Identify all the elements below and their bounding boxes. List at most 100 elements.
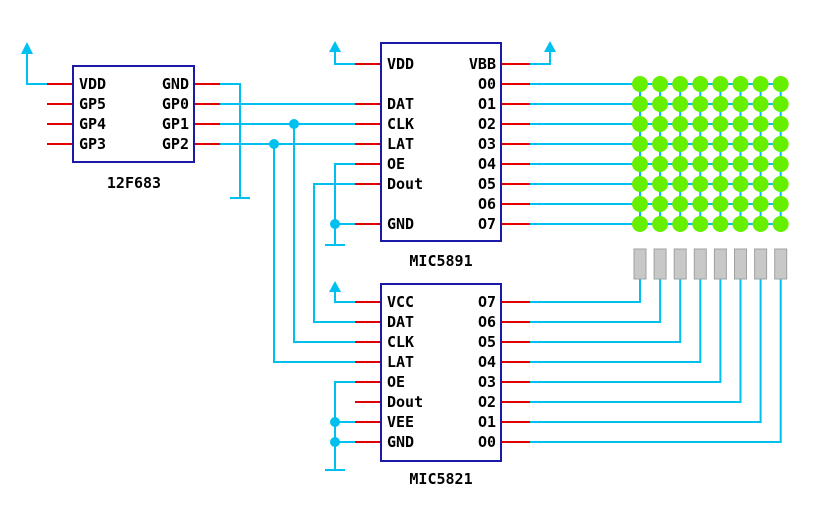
led [652, 216, 669, 232]
lat-branch-wire [273, 144, 355, 363]
led [772, 136, 789, 152]
mic5821-pins [355, 301, 530, 443]
led [652, 176, 669, 192]
wires [26, 50, 551, 471]
mic5891-oe-gnd-wire [334, 163, 355, 245]
led [692, 136, 709, 152]
led [752, 96, 769, 112]
mic5821-pin-o5: O5 [478, 333, 496, 351]
led [632, 176, 648, 192]
led [652, 96, 669, 112]
pic-pin-gp1: GP1 [162, 115, 189, 133]
junction-dot [330, 219, 340, 229]
led [632, 116, 648, 132]
junction-dot [269, 139, 279, 149]
led [772, 176, 789, 192]
mic5891-pin-o6: O6 [478, 195, 496, 213]
mic5891-pin-lat: LAT [387, 135, 414, 153]
led [772, 116, 789, 132]
led [632, 216, 648, 232]
junctions [269, 119, 340, 447]
mic5821-vcc-arrow-icon [329, 281, 341, 292]
led [712, 136, 729, 152]
led [732, 76, 749, 92]
mic5821-pin-o0: O0 [478, 433, 496, 451]
led [632, 96, 648, 112]
led [732, 96, 749, 112]
led [672, 136, 689, 152]
led [692, 96, 709, 112]
led [772, 216, 789, 232]
pic-pin-gp4: GP4 [79, 115, 106, 133]
resistor [673, 248, 687, 280]
led [672, 216, 689, 232]
resistor [653, 248, 667, 280]
led [772, 196, 789, 212]
pic-pin-gp2: GP2 [162, 135, 189, 153]
mic5821-pin-o6: O6 [478, 313, 496, 331]
mic5821-vcc-wire [334, 290, 355, 303]
led [712, 156, 729, 172]
led [672, 116, 689, 132]
chip-12f683-body [72, 65, 195, 163]
led [632, 196, 648, 212]
led [732, 156, 749, 172]
mic5891-pin-oe: OE [387, 155, 405, 173]
mic5821-pin-vee: VEE [387, 413, 414, 431]
column-wire [530, 270, 722, 383]
mic5891-pin-o5: O5 [478, 175, 496, 193]
mic5821-pin-dat: DAT [387, 313, 414, 331]
pic-pin-gp3: GP3 [79, 135, 106, 153]
mic5821-pin-lat: LAT [387, 353, 414, 371]
led [652, 156, 669, 172]
pic-pin-vdd: VDD [79, 75, 106, 93]
mic5821-pin-oe: OE [387, 373, 405, 391]
led [652, 116, 669, 132]
led [632, 76, 648, 92]
led [692, 176, 709, 192]
chip-12f683-label: 12F683 [107, 174, 161, 192]
mic5821-pin-dout: Dout [387, 393, 423, 411]
mic5891-pins [355, 63, 530, 225]
pic-pin-gp0: GP0 [162, 95, 189, 113]
mic5891-pin-clk: CLK [387, 115, 414, 133]
led [692, 156, 709, 172]
led [672, 76, 689, 92]
mic5821-pin-clk: CLK [387, 333, 414, 351]
led [772, 96, 789, 112]
led [652, 76, 669, 92]
column-wire [530, 270, 782, 443]
column-wire [530, 270, 662, 323]
junction-dot [289, 119, 299, 129]
led [692, 76, 709, 92]
led [752, 216, 769, 232]
mic5891-pin-o1: O1 [478, 95, 496, 113]
led [752, 156, 769, 172]
mic5891-pin-o0: O0 [478, 75, 496, 93]
mic5891-vbb-wire [530, 50, 551, 65]
junction-dot [330, 417, 340, 427]
led [692, 116, 709, 132]
mic5891-pin-dout: Dout [387, 175, 423, 193]
mic5891-pin-vbb: VBB [469, 55, 496, 73]
mic5891-pin-o2: O2 [478, 115, 496, 133]
led [652, 196, 669, 212]
resistor [754, 248, 768, 280]
mic5821-pin-vcc: VCC [387, 293, 414, 311]
junction-dot [330, 437, 340, 447]
led [672, 176, 689, 192]
mic5891-pin-o3: O3 [478, 135, 496, 153]
led [732, 136, 749, 152]
mic5891-pin-o4: O4 [478, 155, 496, 173]
chip-mic5821-label: MIC5821 [409, 470, 472, 488]
led [732, 196, 749, 212]
mic5821-pin-o2: O2 [478, 393, 496, 411]
led [752, 136, 769, 152]
column-wire [530, 270, 682, 343]
chip-mic5891-label: MIC5891 [409, 252, 472, 270]
column-wire [530, 270, 742, 403]
led [732, 116, 749, 132]
